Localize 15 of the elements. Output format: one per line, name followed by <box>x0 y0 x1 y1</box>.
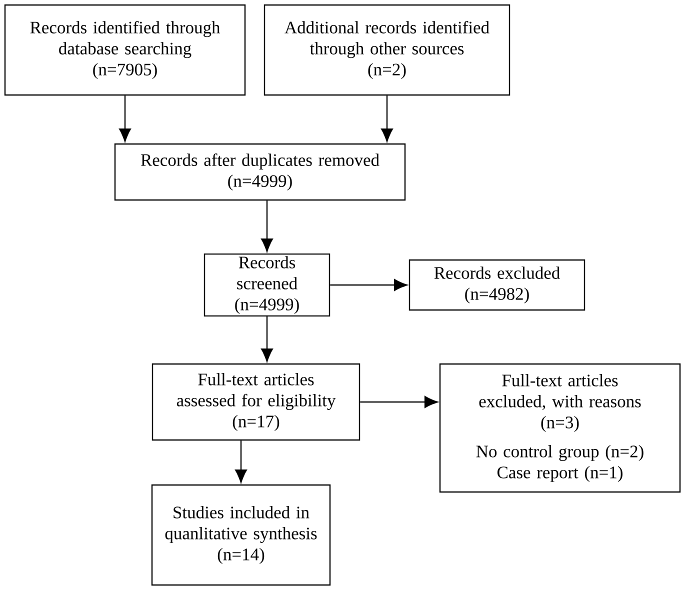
process-box: Records excluded (n=4982) <box>408 259 586 311</box>
arrow <box>330 279 408 291</box>
arrow <box>235 440 247 483</box>
arrow <box>119 96 131 142</box>
process-box: Records identified through database searching (n=7905) <box>4 4 246 96</box>
process-box: Studies included in quanlitative synthesis (n=14) <box>151 484 331 586</box>
process-box: Additional records identified through other sources (n=2) <box>264 4 510 96</box>
arrow <box>381 96 393 142</box>
arrow <box>261 316 273 362</box>
process-box: Records screened (n=4999) <box>204 253 330 317</box>
process-box: Full-text articles assessed for eligibility (n=17) <box>152 363 360 441</box>
process-box: Records after duplicates removed (n=4999) <box>114 143 406 201</box>
process-box: Full-text articles excluded, with reasons (n=3) No control group (n=2) Case report (n=1) <box>439 363 681 493</box>
arrow <box>360 396 438 408</box>
arrow <box>261 200 273 252</box>
